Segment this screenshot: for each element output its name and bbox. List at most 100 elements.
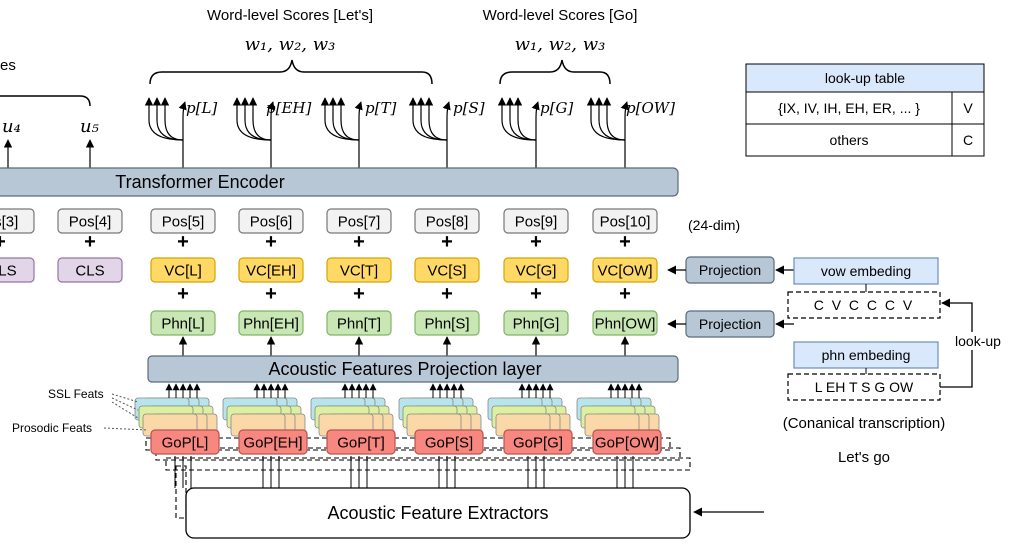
gop-token-2-box [326, 429, 396, 455]
gop-token-1-box [238, 429, 308, 455]
word-score-arrow [408, 97, 448, 141]
plus-sign: + [619, 231, 631, 253]
word-score-arrow [513, 97, 537, 141]
plus-sign: + [177, 231, 189, 253]
vowel-sequence-box [787, 291, 941, 319]
word-score-arrow [248, 97, 272, 141]
gop-to-projection-arrows [165, 383, 643, 398]
extractor-to-gop-lines [174, 456, 634, 488]
lookup-table-row-2-val-cell [951, 123, 985, 157]
word-score-arrow [416, 97, 448, 141]
plus-sign: + [353, 283, 365, 305]
phone-score-arrow [354, 101, 363, 140]
gop-token-4-box [503, 429, 573, 455]
lookup-table-row-1-key-cell [745, 91, 953, 125]
cls-token-2-box [57, 257, 123, 283]
phn-embedding-label: phn embeding [822, 347, 911, 363]
plus-row-pos: ++++++++ [0, 231, 631, 253]
vow-embedding-box [793, 257, 939, 285]
plus-sign: + [353, 231, 365, 253]
brace-go [499, 59, 611, 85]
cls-token-2: CLS [75, 263, 104, 280]
plus-sign: + [84, 231, 96, 253]
plus-sign: + [177, 283, 189, 305]
word-scores-go-label: Word-level Scores [Go] [483, 7, 638, 24]
lookup-table-row-2-val: C [963, 132, 973, 148]
utterance-score-arrows [3, 139, 95, 168]
vowel-projection-label: Projection [699, 262, 761, 278]
phone-score-s: p[S] [453, 99, 485, 117]
lets-go-label: Let's go [838, 449, 890, 466]
phone-score-labels: p[L] p[EH] p[T] p[S] p[G] p[OW] [186, 99, 675, 117]
word-score-arrow [594, 97, 626, 141]
pos-10: Pos[10] [600, 214, 651, 231]
pos-10-box [592, 208, 658, 234]
word-score-arrow [144, 97, 184, 141]
phn-token-0-box [150, 310, 216, 336]
vc-token-1: VC[EH] [246, 263, 296, 280]
vc-token-0-box [150, 257, 216, 283]
plus-sign: + [530, 283, 542, 305]
phone-sequence: L EH T S G OW [815, 379, 914, 395]
plus-sign: + [441, 231, 453, 253]
phone-score-t: p[T] [365, 99, 396, 117]
pos-8: Pos[8] [426, 214, 469, 231]
plus-sign: + [265, 231, 277, 253]
vc-token-5: VC[OW] [598, 263, 653, 280]
gop-token-5-box [592, 429, 662, 455]
phone-score-g: p[G] [540, 99, 573, 117]
gop-token-0: GoP[L] [162, 435, 209, 452]
phone-score-arrow [620, 101, 629, 140]
pos-3: os[3] [0, 214, 18, 231]
acoustic-feature-extractors-box [185, 487, 691, 539]
lookup-table-row-2-key: others [830, 132, 869, 148]
gop-token-5: GoP[OW] [595, 435, 659, 452]
pos-9: Pos[9] [515, 214, 558, 231]
phone-score-ow: p[OW] [626, 99, 675, 117]
phn-token-1-box [238, 310, 304, 336]
word-score-symbols-lets: w₁, w₂, w₃ [245, 34, 336, 55]
phn-token-4: Phn[G] [513, 316, 560, 333]
cls-token-1-box [0, 257, 35, 283]
phone-score-arrow [442, 101, 451, 140]
phone-score-eh: p[EH] [266, 99, 311, 117]
transformer-encoder-box [0, 167, 679, 197]
vc-token-0: VC[L] [164, 263, 202, 280]
acoustic-projection-layer-label: Acoustic Features Projection layer [268, 359, 541, 379]
brace-lets [149, 59, 433, 85]
pos-7: Pos[7] [338, 214, 381, 231]
embedding-dim-label: (24-dim) [688, 217, 740, 233]
ssl-feats-label: SSL Feats [48, 387, 104, 401]
brace-utterance [0, 95, 91, 107]
canonical-transcription-label: (Conanical transcription) [783, 415, 946, 432]
plus-sign: + [530, 231, 542, 253]
vc-token-5-box [592, 257, 658, 283]
gop-row: GoP[L]GoP[EH]GoP[T]GoP[S]GoP[G]GoP[OW] [150, 429, 662, 455]
phone-score-arrow [178, 101, 187, 140]
phn-token-3-box [414, 310, 480, 336]
vc-token-4: VC[G] [516, 263, 557, 280]
word-score-arrow [497, 97, 537, 141]
word-scores-lets-label: Word-level Scores [Let's] [207, 7, 373, 24]
transformer-encoder-label: Transformer Encoder [115, 172, 284, 192]
acoustic-projection-layer-box [147, 355, 679, 383]
vowel-consonant-token-row: VC[L]VC[EH]VC[T]VC[S]VC[G]VC[OW] [150, 257, 658, 283]
word-score-arrow [505, 97, 537, 141]
speech-waveform-icon [774, 475, 948, 549]
phn-token-4-box [503, 310, 569, 336]
phn-token-1: Phn[EH] [243, 316, 299, 333]
word-score-arrow [586, 97, 626, 141]
utterance-scores-partial-label: es [0, 57, 16, 74]
lookup-table-header: look-up table [825, 70, 905, 86]
phn-token-5-box [592, 310, 658, 336]
pos-5: Pos[5] [162, 214, 205, 231]
gop-token-3: GoP[S] [425, 435, 473, 452]
pos-4-box [57, 208, 123, 234]
plus-row-vc: ++++++ [177, 283, 631, 305]
positional-encoding-row: os[3]Pos[4]Pos[5]Pos[6]Pos[7]Pos[8]Pos[9… [0, 208, 658, 234]
lookup-table-header-cell [745, 63, 985, 93]
plus-sign: + [265, 283, 277, 305]
pos-4: Pos[4] [69, 214, 112, 231]
phn-token-2-box [326, 310, 392, 336]
